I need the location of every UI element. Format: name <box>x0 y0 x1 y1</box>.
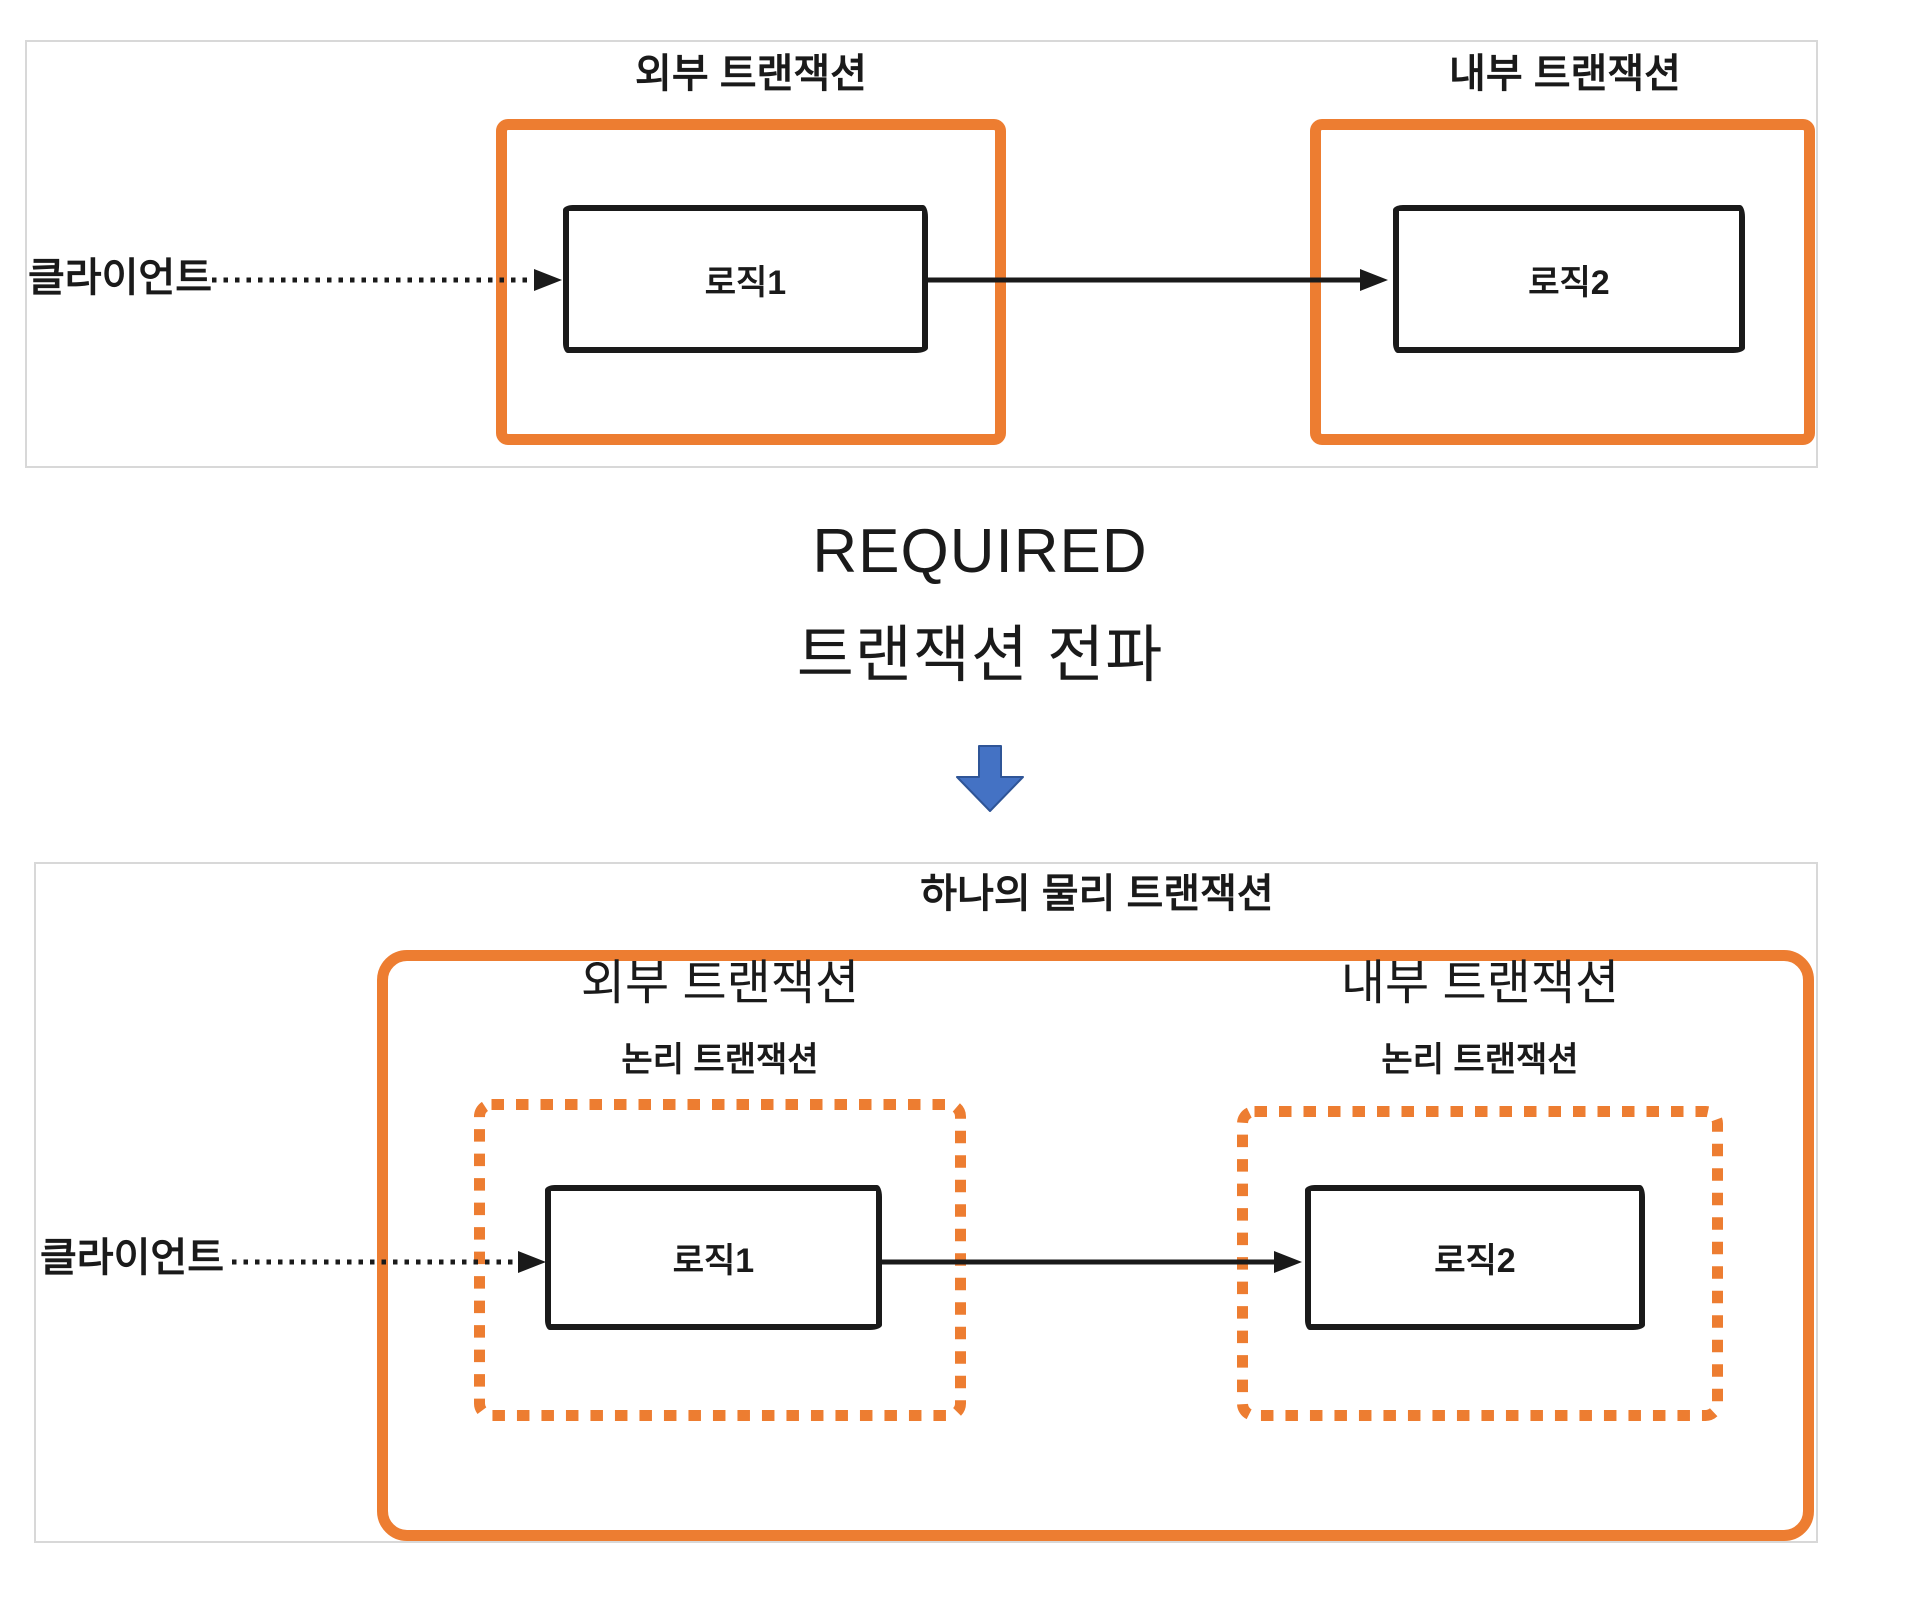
propagation-title-line2: 트랜잭션 전파 <box>796 621 1164 690</box>
top-logic1-box: 로직1 <box>563 205 928 353</box>
top-logic2-box: 로직2 <box>1393 205 1745 353</box>
top-logic1-to-logic2-arrow <box>928 269 1388 291</box>
bottom-logic1-to-logic2-arrow <box>882 1251 1302 1273</box>
top-logic1-label: 로직1 <box>704 263 787 302</box>
top-logic2-label: 로직2 <box>1528 263 1610 302</box>
down-block-arrow-icon <box>956 745 1024 812</box>
bottom-logic1-box: 로직1 <box>545 1185 882 1330</box>
bottom-logic2-label: 로직2 <box>1434 1242 1516 1280</box>
physical-transaction-box <box>377 950 1814 1541</box>
propagation-title-line1: REQUIRED <box>812 517 1148 586</box>
top-outer-transaction-label: 외부 트랜잭션 <box>635 52 867 96</box>
bottom-logic1-label: 로직1 <box>672 1242 755 1280</box>
bottom-inner-transaction-label: 내부 트랜잭션 <box>1340 957 1620 1010</box>
top-inner-transaction-label: 내부 트랜잭션 <box>1449 52 1681 96</box>
top-client-dotted-arrow <box>212 269 562 291</box>
bottom-logic2-box: 로직2 <box>1305 1185 1645 1330</box>
bottom-outer-logical-transaction-label: 논리 트랜잭션 <box>621 1041 819 1079</box>
bottom-outer-transaction-label: 외부 트랜잭션 <box>580 957 860 1010</box>
bottom-inner-logical-transaction-label: 논리 트랜잭션 <box>1381 1041 1579 1079</box>
physical-transaction-title: 하나의 물리 트랜잭션 <box>920 872 1274 916</box>
bottom-client-dotted-arrow <box>232 1251 546 1273</box>
top-client-label: 클라이언트 <box>28 256 212 300</box>
bottom-client-label: 클라이언트 <box>40 1236 224 1280</box>
